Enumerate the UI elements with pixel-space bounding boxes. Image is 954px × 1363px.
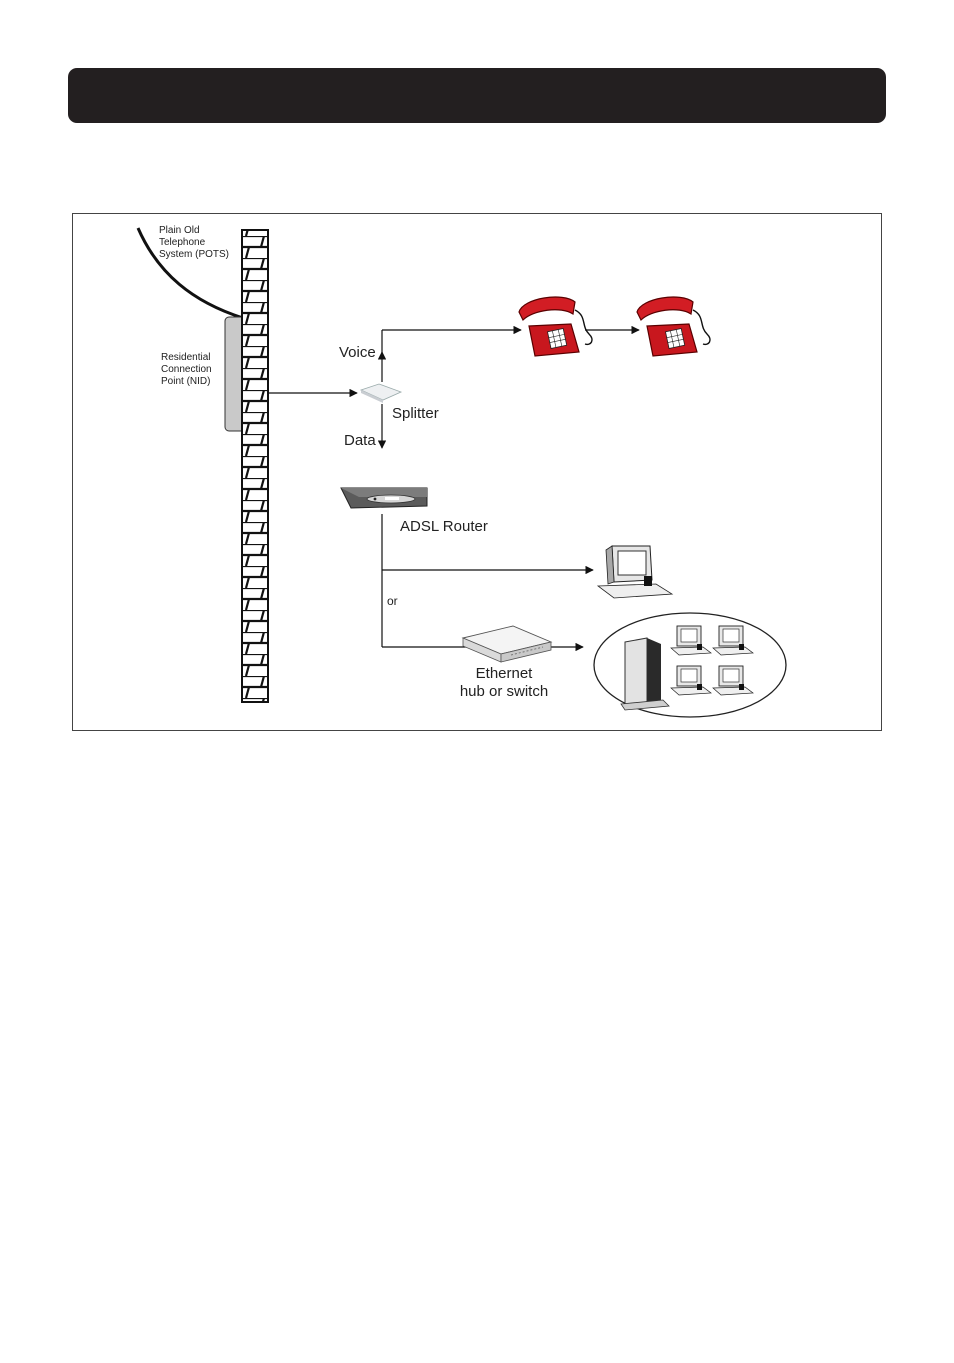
splitter-label: Splitter <box>392 405 439 423</box>
hub-label-line1: Ethernet <box>453 665 555 683</box>
brick-wall-icon <box>242 230 268 702</box>
telephone-icon <box>519 297 592 356</box>
network-diagram-frame: Plain Old Telephone System (POTS) Reside… <box>72 213 882 731</box>
hub-label: Ethernet hub or switch <box>453 665 555 701</box>
nid-label-line1: Residential <box>161 352 212 364</box>
nid-label-line3: Point (NID) <box>161 376 212 388</box>
header-bar <box>68 68 886 123</box>
nid-label-line2: Connection <box>161 364 212 376</box>
computer-icon <box>598 546 672 598</box>
router-label: ADSL Router <box>400 518 488 536</box>
nid-label: Residential Connection Point (NID) <box>161 352 212 388</box>
telephone-icon-2 <box>637 297 710 356</box>
ethernet-hub-icon <box>463 626 551 662</box>
adsl-router-icon <box>341 488 427 508</box>
voice-label: Voice <box>339 344 376 362</box>
splitter-icon <box>361 384 401 403</box>
network-diagram <box>73 214 883 732</box>
data-label: Data <box>344 432 376 450</box>
hub-label-line2: hub or switch <box>453 683 555 701</box>
pots-label-line3: System (POTS) <box>159 249 229 261</box>
pots-label-line1: Plain Old <box>159 225 229 237</box>
pots-label-line2: Telephone <box>159 237 229 249</box>
or-label: or <box>387 594 398 608</box>
pots-label: Plain Old Telephone System (POTS) <box>159 225 229 261</box>
